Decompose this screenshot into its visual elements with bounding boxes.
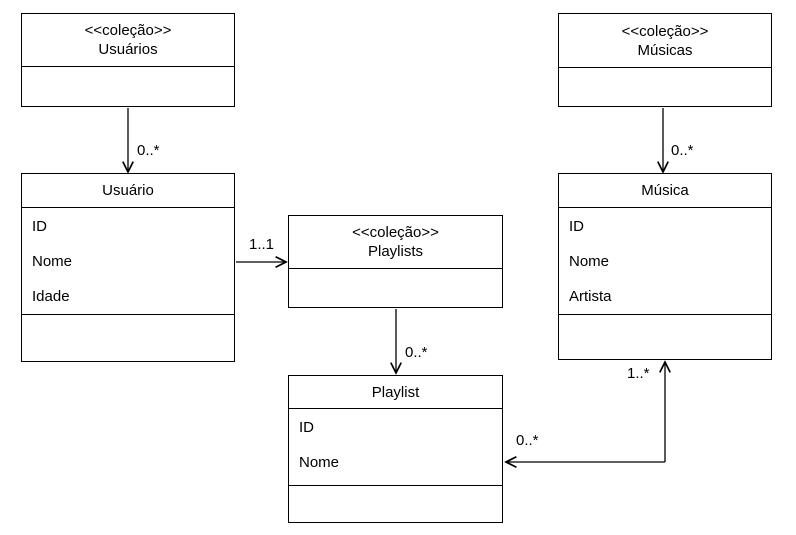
node-collection-musicas-empty-compartment [559,68,771,106]
node-collection-playlists-empty-compartment [289,269,502,307]
node-collection-usuarios-header: <<coleção>> Usuários [22,14,234,67]
node-title: Usuário [102,182,154,199]
attribute-row: ID [569,218,584,235]
stereotype-label: <<coleção>> [621,22,709,40]
multiplicity-musica-playlist: 0..* [515,432,540,449]
node-class-playlist-attributes: ID Nome [289,409,502,486]
node-class-usuario-attributes: ID Nome Idade [22,208,234,315]
multiplicity-playlist-musica: 1..* [626,365,651,382]
multiplicity-usuario-playlists: 1..1 [248,236,276,253]
node-title: Playlist [371,383,420,401]
stereotype-label: <<coleção>> [352,224,439,241]
node-class-playlist: Playlist ID Nome [288,375,503,523]
node-class-playlist-title: Playlist [289,376,502,409]
attribute-row: Artista [569,288,612,305]
node-title: Música [641,182,689,199]
node-class-usuario: Usuário ID Nome Idade [21,173,235,362]
multiplicity-musicas-musica: 0..* [670,142,695,159]
node-class-musica-title: Música [559,174,771,208]
stereotype-label: <<coleção>> [84,22,172,39]
node-class-musica: Música ID Nome Artista [558,173,772,360]
attribute-row: ID [32,218,47,235]
multiplicity-usuarios-usuario: 0..* [136,142,161,159]
node-class-playlist-empty-compartment [289,486,502,522]
node-collection-musicas-header: <<coleção>> Músicas [559,14,771,68]
node-collection-usuarios-empty-compartment [22,67,234,106]
attribute-row: Nome [569,253,610,270]
attribute-row: ID [299,419,314,436]
multiplicity-playlists-playlist: 0..* [404,344,429,361]
node-collection-playlists: <<coleção>> Playlists [288,215,503,308]
node-class-usuario-title: Usuário [22,174,234,208]
node-collection-playlists-header: <<coleção>> Playlists [289,216,502,269]
attribute-row: Nome [299,454,340,471]
attribute-row: Nome [32,253,73,270]
node-class-usuario-empty-compartment [22,315,234,361]
node-class-musica-attributes: ID Nome Artista [559,208,771,315]
node-class-musica-empty-compartment [559,315,771,359]
attribute-row: Idade [32,288,70,305]
node-title: Playlists [367,243,423,260]
node-title: Usuários [98,41,158,58]
node-collection-musicas: <<coleção>> Músicas [558,13,772,107]
node-title: Músicas [637,41,693,59]
node-collection-usuarios: <<coleção>> Usuários [21,13,235,107]
